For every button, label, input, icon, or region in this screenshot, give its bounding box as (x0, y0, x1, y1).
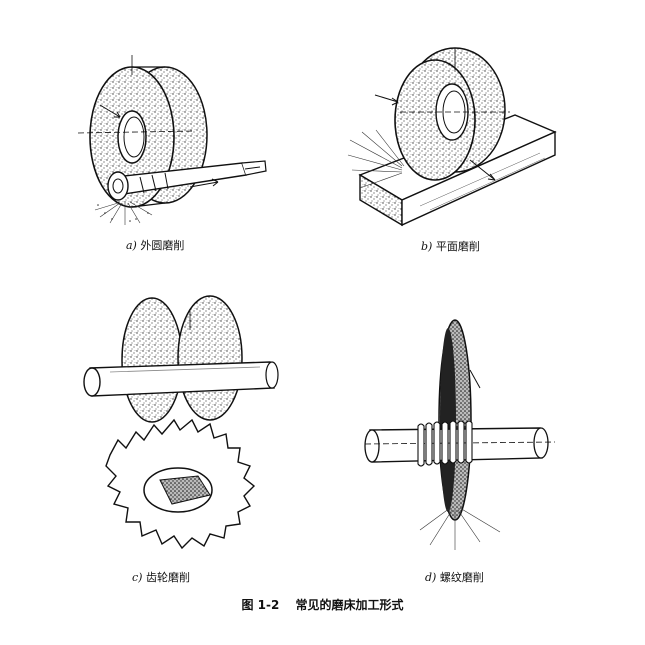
caption-a: a) 外圆磨削 (126, 237, 184, 253)
caption-b-title: 平面磨削 (435, 240, 480, 253)
caption-c-letter: c) (132, 571, 143, 584)
figure-caption: 图 1-2 常见的磨床加工形式 (0, 596, 645, 613)
caption-d: d) 螺纹磨削 (425, 569, 484, 585)
caption-c-title: 齿轮磨削 (145, 571, 190, 584)
gear-grinding-illustration (83, 295, 279, 550)
panel-external-grinding (70, 45, 270, 235)
caption-b: b) 平面磨削 (421, 238, 480, 254)
caption-a-letter: a) (126, 239, 137, 252)
caption-d-letter: d) (425, 571, 437, 584)
external-grinding-illustration (77, 55, 267, 225)
figure-title: 常见的磨床加工形式 (295, 598, 404, 612)
caption-d-title: 螺纹磨削 (439, 571, 484, 584)
panel-surface-grinding (340, 40, 560, 235)
thread-grinding-illustration (364, 319, 556, 550)
caption-a-title: 外圆磨削 (140, 239, 185, 252)
caption-b-letter: b) (421, 240, 433, 253)
panel-thread-grinding (360, 310, 560, 560)
caption-c: c) 齿轮磨削 (132, 569, 190, 585)
figure-number: 图 1-2 (241, 598, 280, 612)
surface-grinding-illustration (347, 47, 557, 227)
panel-gear-grinding (70, 290, 285, 560)
